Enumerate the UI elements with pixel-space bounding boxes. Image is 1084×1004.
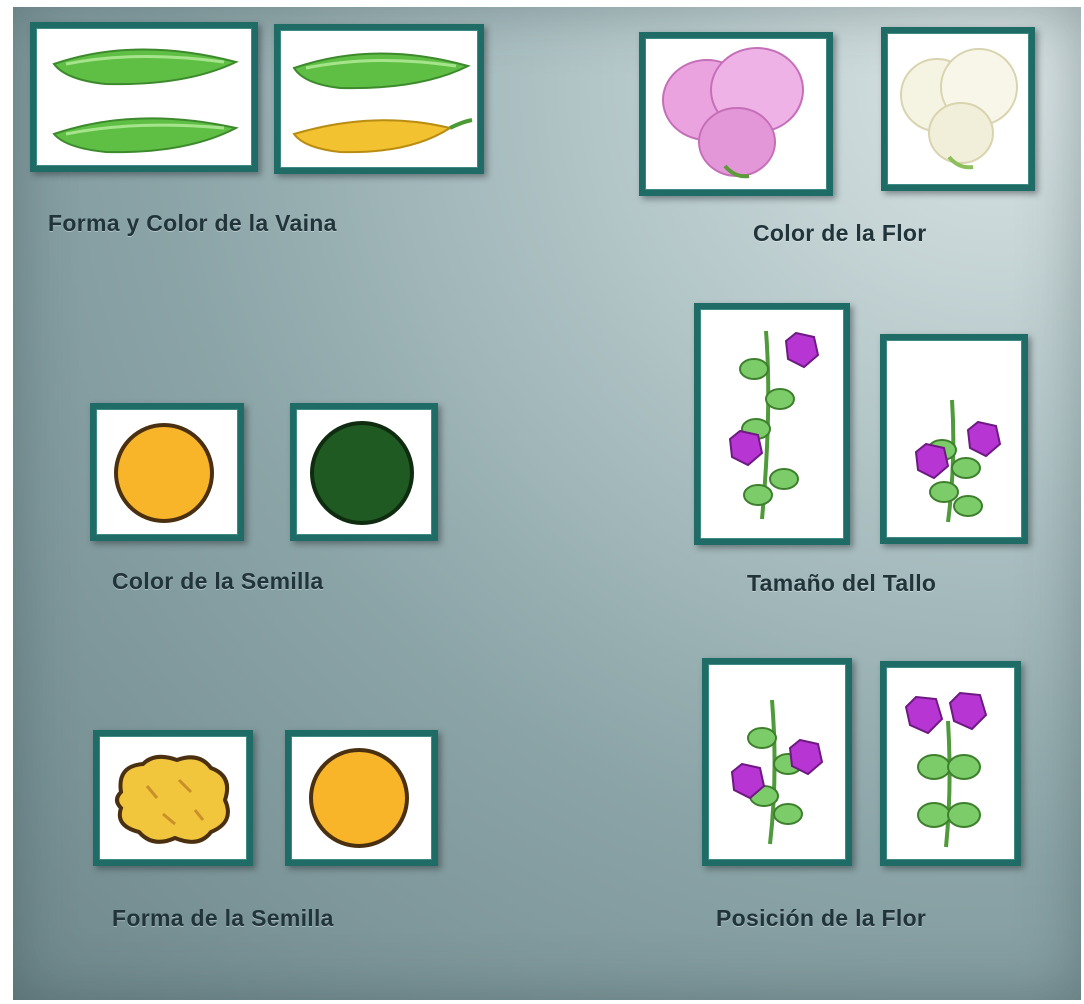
seed-round-card	[285, 730, 438, 866]
stem-short-card	[880, 334, 1028, 544]
round-seed-icon	[309, 748, 409, 848]
flower-axial-card	[702, 658, 852, 866]
seed-green-card	[290, 403, 438, 541]
terminal-flower-plant-icon	[904, 691, 988, 848]
short-plant-icon	[914, 399, 1002, 523]
seed-shape-label: Forma de la Semilla	[112, 905, 334, 931]
green-and-yellow-pods-icon	[292, 52, 473, 154]
seed-wrinkled-card	[93, 730, 253, 866]
seed-color-label: Color de la Semilla	[112, 568, 324, 594]
flower-pink-card	[639, 32, 833, 196]
flower-terminal-card	[880, 661, 1021, 866]
pod-label: Forma y Color de la Vaina	[48, 210, 337, 236]
flower-position-label: Posición de la Flor	[716, 905, 927, 931]
tall-plant-icon	[728, 330, 820, 520]
green-pods-icon	[52, 48, 239, 154]
pod-mixed-card	[274, 24, 484, 174]
pod-green-card	[30, 22, 258, 172]
axial-flower-plant-icon	[730, 699, 824, 845]
white-flower-icon	[900, 48, 1018, 170]
wrinkled-seed-icon	[115, 754, 230, 844]
seed-yellow-card	[90, 403, 244, 541]
green-seed-icon	[310, 421, 414, 525]
yellow-seed-icon	[114, 423, 214, 523]
flower-white-card	[881, 27, 1035, 191]
stem-tall-card	[694, 303, 850, 545]
flower-color-label: Color de la Flor	[753, 220, 927, 246]
stem-size-label: Tamaño del Tallo	[747, 570, 937, 596]
pink-flower-icon	[662, 47, 804, 179]
